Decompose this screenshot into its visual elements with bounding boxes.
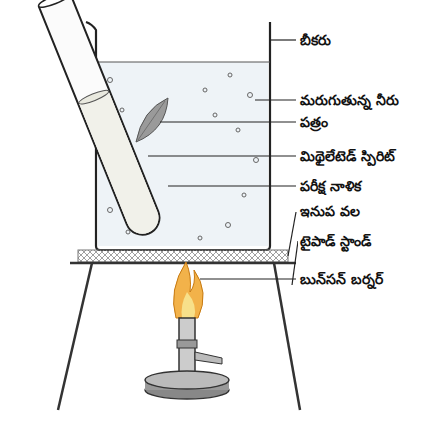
part-label: టైపాడ్ స్టాండ్ (298, 232, 373, 250)
part-label: ఇనుప వల (298, 202, 362, 220)
part-label: మరుగుతున్న నీరు (298, 91, 401, 109)
leaf (136, 98, 168, 142)
part-label: మిథైలేటెడ్ స్పిరిట్ (298, 147, 397, 165)
part-label: పత్రం (298, 113, 330, 131)
part-label: పరీక్ష నాళిక (298, 177, 363, 195)
wire-gauze (78, 250, 288, 262)
bunsen-burner (145, 262, 229, 399)
water-level (96, 62, 270, 63)
leader-lines (148, 40, 298, 285)
part-label: బీకరు (298, 31, 333, 49)
tripod-stand (58, 263, 300, 410)
part-label: బున్‌సన్ బర్నర్ (298, 270, 385, 288)
